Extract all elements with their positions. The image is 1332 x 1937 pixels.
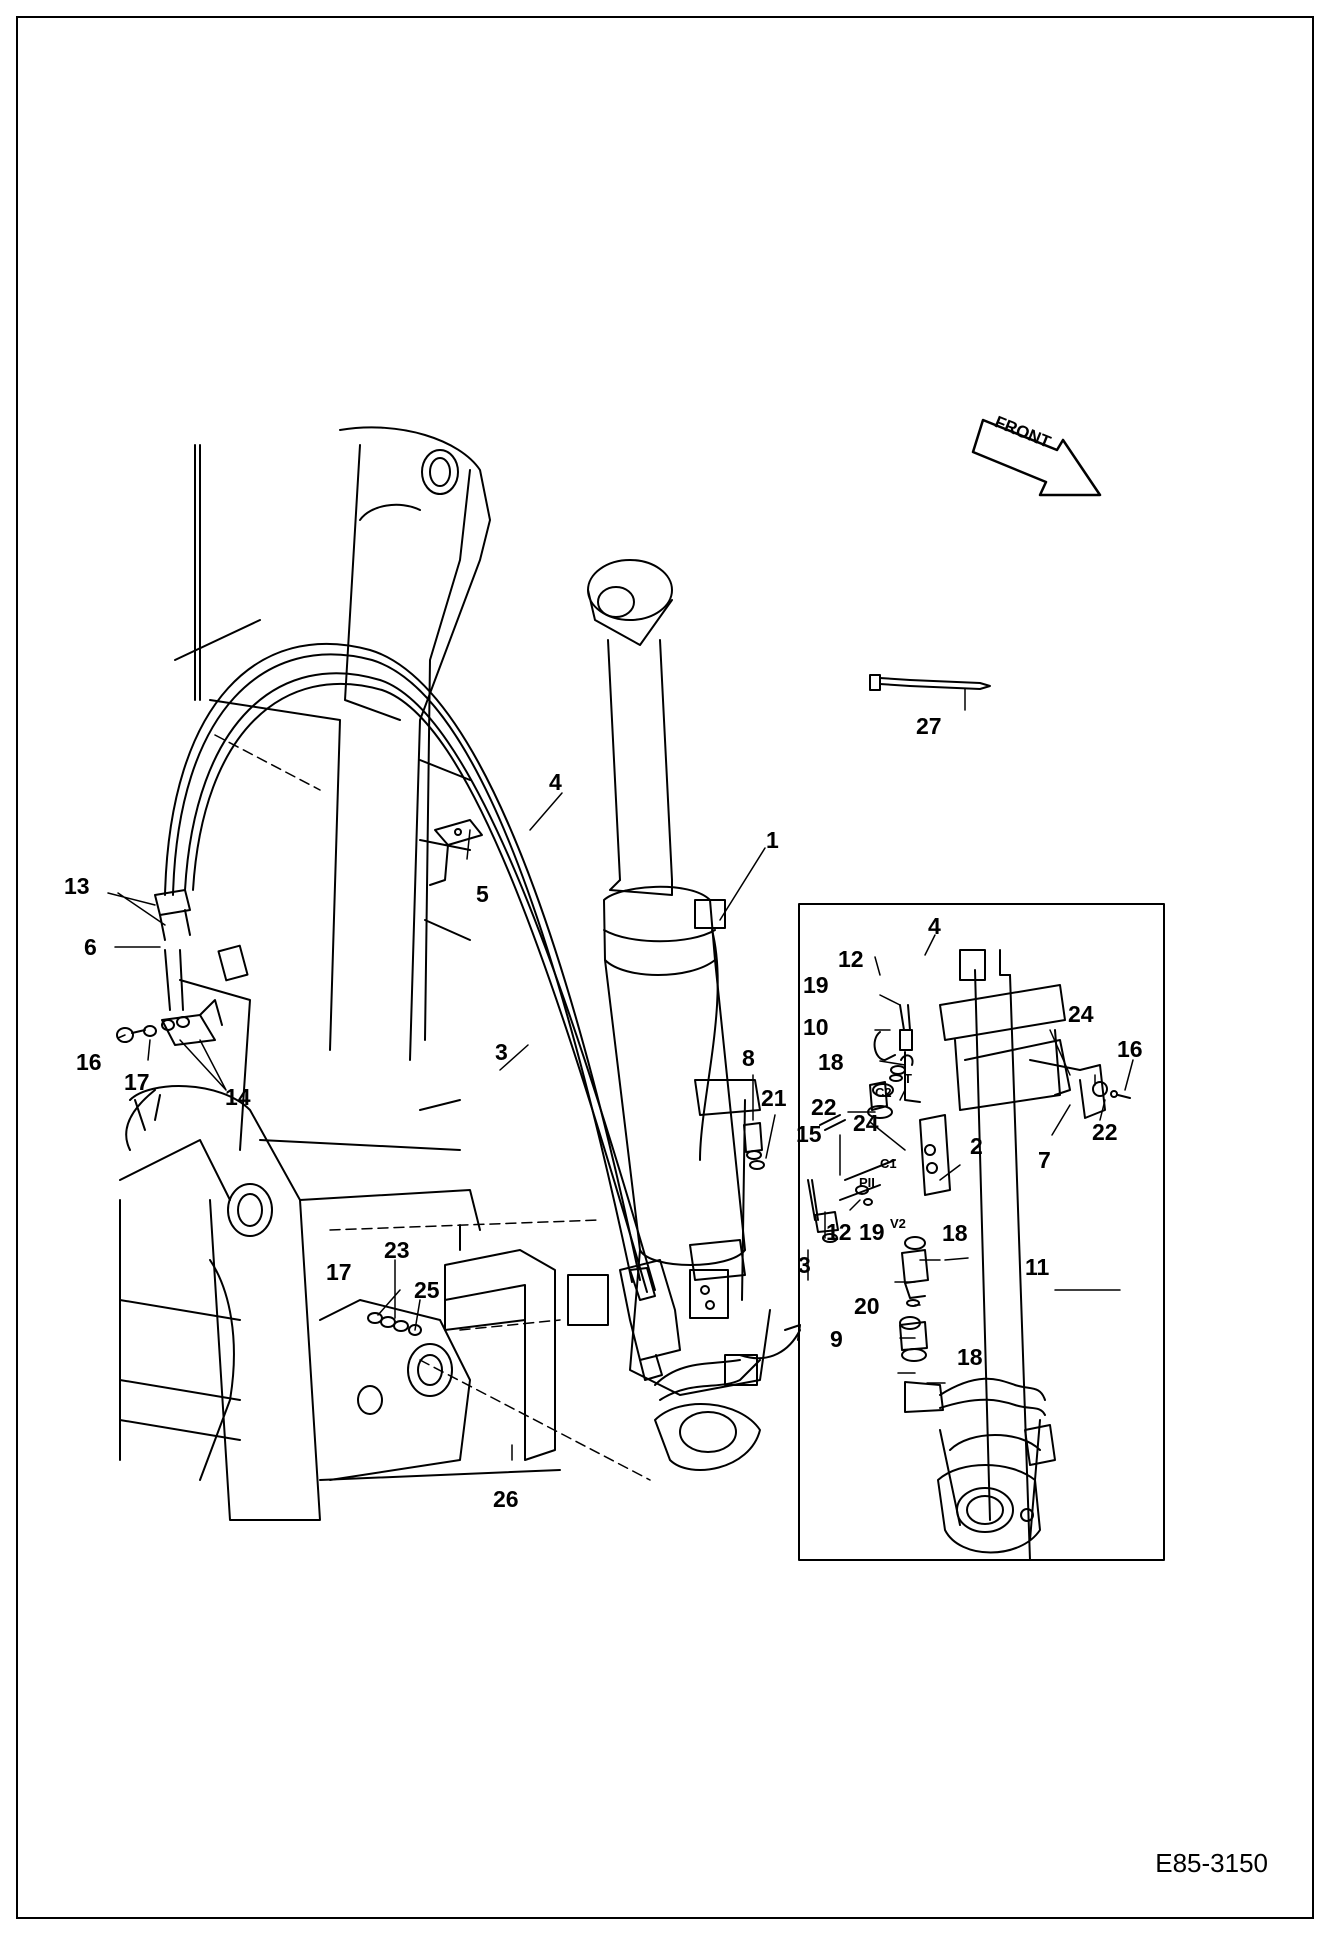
callout-18-top: 18 <box>818 1049 844 1075</box>
front-label: FRONT <box>992 412 1054 452</box>
leader-lines <box>107 688 1134 1461</box>
callout-12-top: 12 <box>838 946 864 972</box>
left-hardware <box>116 1016 461 1336</box>
callout-27: 27 <box>916 713 942 739</box>
front-direction-arrow: FRONT <box>971 412 1102 497</box>
callout-3: 3 <box>495 1039 508 1065</box>
callout-12-bottom: 12 <box>826 1219 852 1245</box>
callout-9: 9 <box>830 1326 843 1352</box>
callout-1: 1 <box>766 827 779 853</box>
callout-17-lower: 17 <box>326 1259 352 1285</box>
callout-4: 4 <box>549 769 562 795</box>
callout-19-top: 19 <box>803 972 829 998</box>
bracket-5 <box>429 819 483 886</box>
callout-22-right: 22 <box>1092 1119 1118 1145</box>
hose-bracket <box>154 889 249 1046</box>
callout-8: 8 <box>742 1045 755 1071</box>
callout-16-right: 16 <box>1117 1036 1143 1062</box>
callout-7: 7 <box>1038 1147 1051 1173</box>
callout-5: 5 <box>476 881 489 907</box>
callout-17-left: 17 <box>124 1069 150 1095</box>
callout-16-left: 16 <box>76 1049 102 1075</box>
callout-25: 25 <box>414 1277 440 1303</box>
port-t: T <box>904 1071 912 1086</box>
callout-14: 14 <box>225 1084 251 1110</box>
callouts: 1 2 3 3 4 4 5 6 7 8 9 10 11 12 12 13 14 … <box>64 713 1143 1512</box>
figure-id: E85-3150 <box>1155 1848 1268 1878</box>
alignment-lines <box>214 734 651 1481</box>
callout-23: 23 <box>384 1237 410 1263</box>
callout-18-bottom: 18 <box>957 1344 983 1370</box>
boom-structure <box>119 426 561 1521</box>
callout-26: 26 <box>493 1486 519 1512</box>
callout-22-left: 22 <box>811 1094 837 1120</box>
inset-pointer-head <box>784 1324 801 1341</box>
inset-detail <box>798 903 1165 1561</box>
callout-3-inset: 3 <box>798 1252 811 1278</box>
callout-18-mid: 18 <box>942 1220 968 1246</box>
port-markings: T C2 C1 PII V2 <box>859 1071 912 1231</box>
valve-block <box>567 1259 729 1381</box>
callout-15: 15 <box>796 1121 822 1147</box>
port-c2: C2 <box>875 1085 892 1100</box>
hydraulic-hoses <box>164 642 656 1301</box>
guard-plate <box>444 1224 556 1461</box>
callout-4-inset: 4 <box>928 913 941 939</box>
callout-2: 2 <box>970 1133 983 1159</box>
callout-21: 21 <box>761 1085 787 1111</box>
port-pii: PII <box>859 1175 875 1190</box>
callout-19-bottom: 19 <box>859 1219 885 1245</box>
callout-6: 6 <box>84 934 97 960</box>
callout-24-right: 24 <box>1068 1001 1094 1027</box>
drawing-frame <box>16 16 1314 1919</box>
callout-20: 20 <box>854 1293 880 1319</box>
callout-13: 13 <box>64 873 90 899</box>
cable-tie <box>869 674 991 691</box>
fitting-8-21 <box>743 1122 765 1170</box>
port-c1: C1 <box>880 1156 897 1171</box>
hydraulic-cylinder <box>587 559 771 1471</box>
inset-pointer <box>739 1329 801 1360</box>
callout-10: 10 <box>803 1014 829 1040</box>
port-v2: V2 <box>890 1216 906 1231</box>
callout-24-left: 24 <box>853 1110 879 1136</box>
callout-11: 11 <box>1025 1254 1050 1280</box>
